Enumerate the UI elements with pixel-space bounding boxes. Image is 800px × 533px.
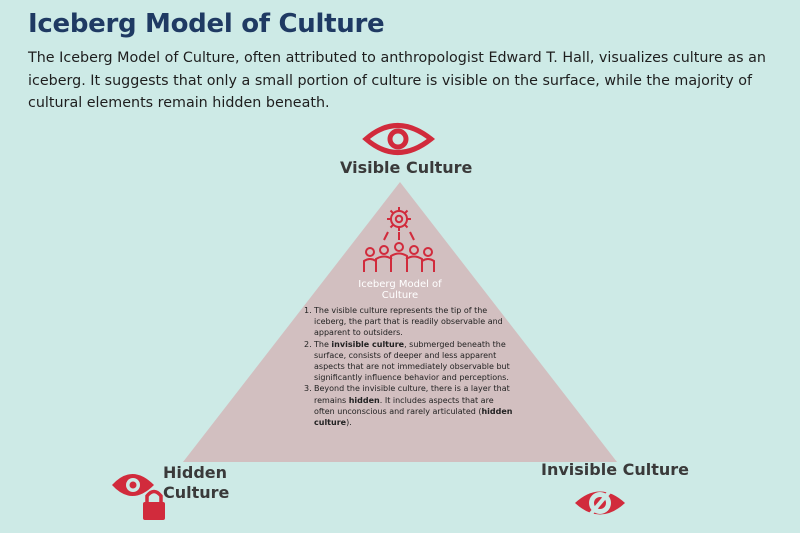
explanation-list: The visible culture represents the tip o… [304, 305, 514, 428]
eye-icon [362, 123, 436, 155]
list-item: The visible culture represents the tip o… [304, 305, 514, 339]
list-item: Beyond the invisible culture, there is a… [304, 383, 514, 428]
point-bold-text: hidden [348, 395, 380, 405]
gear-people-icon [363, 207, 435, 272]
point-text: The [314, 339, 332, 349]
eye-lock-icon [112, 474, 165, 520]
diagram-inner-title: Iceberg Model of Culture [358, 279, 442, 301]
point-text: The visible culture represents the tip o… [314, 306, 503, 338]
invisible-culture-label: Invisible Culture [541, 460, 690, 479]
point-text: ). [346, 418, 352, 428]
list-item: The invisible culture, submerged beneath… [304, 339, 514, 384]
point-text: . It includes aspects that are often unc… [314, 395, 494, 416]
point-bold-text: invisible culture [331, 339, 405, 349]
point-bold-text: hidden culture [314, 406, 513, 428]
visible-culture-label: Visible Culture [340, 158, 473, 177]
crossed-eye-icon [575, 488, 625, 518]
page-title: Iceberg Model of Culture [28, 9, 385, 39]
point-text: Beyond the invisible culture, there is a… [314, 384, 510, 405]
hidden-culture-label: Hidden Culture [163, 463, 230, 502]
intro-paragraph: The Iceberg Model of Culture, often attr… [28, 50, 766, 111]
point-text: , submerged beneath the surface, consist… [314, 339, 510, 383]
